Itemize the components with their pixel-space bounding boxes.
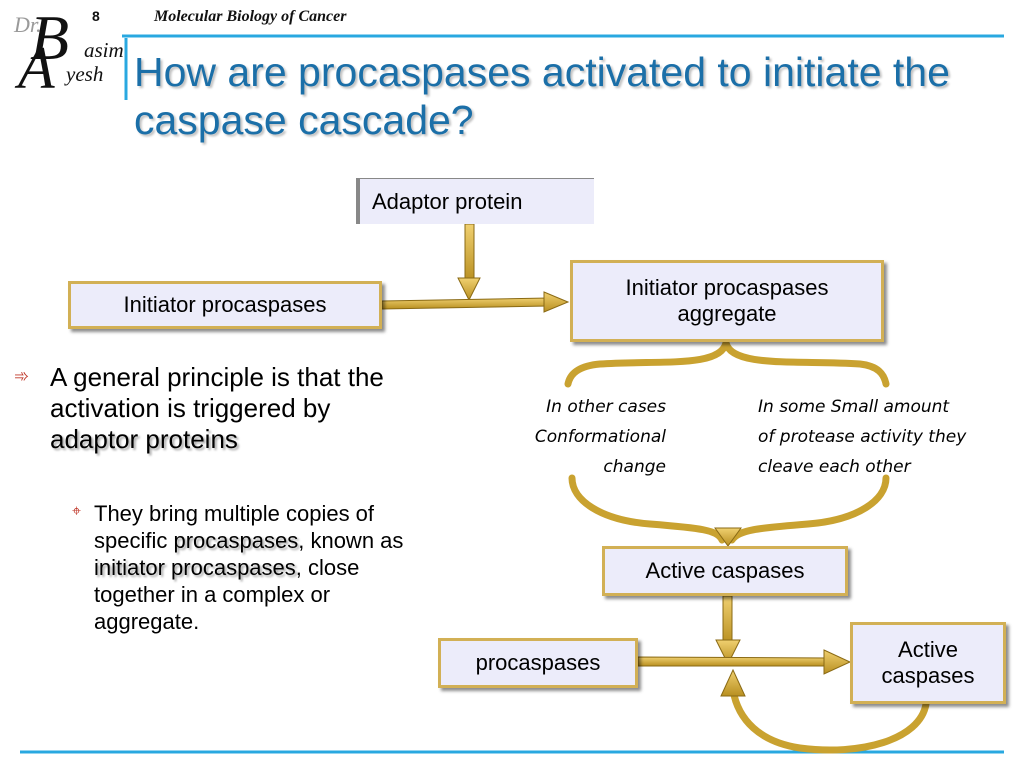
initiator-procaspases-label: Initiator procaspases [123,292,327,317]
sub-text-2: , known as [298,528,404,553]
feedback-arrowhead [720,668,746,697]
logo-letter-b: B [30,2,70,73]
note-left-line3: change [603,457,666,477]
logo-asim: asim [84,38,124,62]
note-right-line2: of protease activity they [758,427,967,447]
note-right-line1: In some Small amount [758,397,950,417]
active-down-arrow [715,595,741,666]
split-left-curve [564,339,730,388]
active-caspases-label: Active caspases [645,558,805,583]
bullet-arrow-icon: ➾ [14,366,30,386]
note-left-line2: Conformational [534,427,666,447]
procaspases-box: procaspases [438,638,638,688]
course-title: Molecular Biology of Cancer [154,8,347,25]
sub-bullet-icon: ⌖ [72,503,82,520]
logo-dr: Dr. [14,12,42,37]
bullet-main-pre: A general principle is that the activati… [50,362,384,423]
logo-letter-a: A [18,35,55,101]
merge-arrowhead [714,527,742,547]
merge-right-curve [728,474,890,544]
active-caspases-box: Active caspases [602,546,848,596]
aggregate-label-line2: aggregate [677,301,777,326]
initiator-aggregate-box: Initiator procaspases aggregate [570,260,884,342]
bullet-main-text: A general principle is that the activati… [50,362,410,455]
sub-text-1: They bring multiple copies of specific [94,501,375,553]
note-right-line3: cleave each other [758,457,911,477]
active-caspases-result-line2: caspases [881,663,975,688]
sub-highlight-procaspases: procaspases [173,528,299,553]
initiator-procaspases-box: Initiator procaspases [68,281,382,329]
merge-left-curve [568,474,726,544]
sub-text-3: , close together in a complex or aggrega… [94,555,360,634]
feedback-loop [729,686,930,754]
logo-yesh: yesh [66,62,104,86]
adaptor-arrow [457,223,481,302]
note-left-line1: In other cases [546,397,666,417]
initiator-arrow [381,291,570,313]
procaspases-label: procaspases [475,650,601,675]
active-caspases-result-line1: Active [898,637,958,662]
procaspases-arrow [637,649,852,675]
slide-number: 8 [92,8,100,24]
note-conformational-change: In other cases Conformational change [480,392,666,482]
split-right-curve [722,339,890,388]
page-title: How are procaspases activated to initiat… [134,49,950,143]
aggregate-label-line1: Initiator procaspases [625,275,829,300]
sub-bullet-text: They bring multiple copies of specific p… [94,500,434,635]
sub-highlight-initiator-procaspases: initiator procaspases [94,555,296,580]
bullet-main-highlight: adaptor proteins [50,424,238,454]
note-protease-activity: In some Small amount of protease activit… [758,392,1018,482]
active-caspases-result-box: Active caspases [850,622,1006,704]
adaptor-protein-box: Adaptor protein [356,178,594,224]
